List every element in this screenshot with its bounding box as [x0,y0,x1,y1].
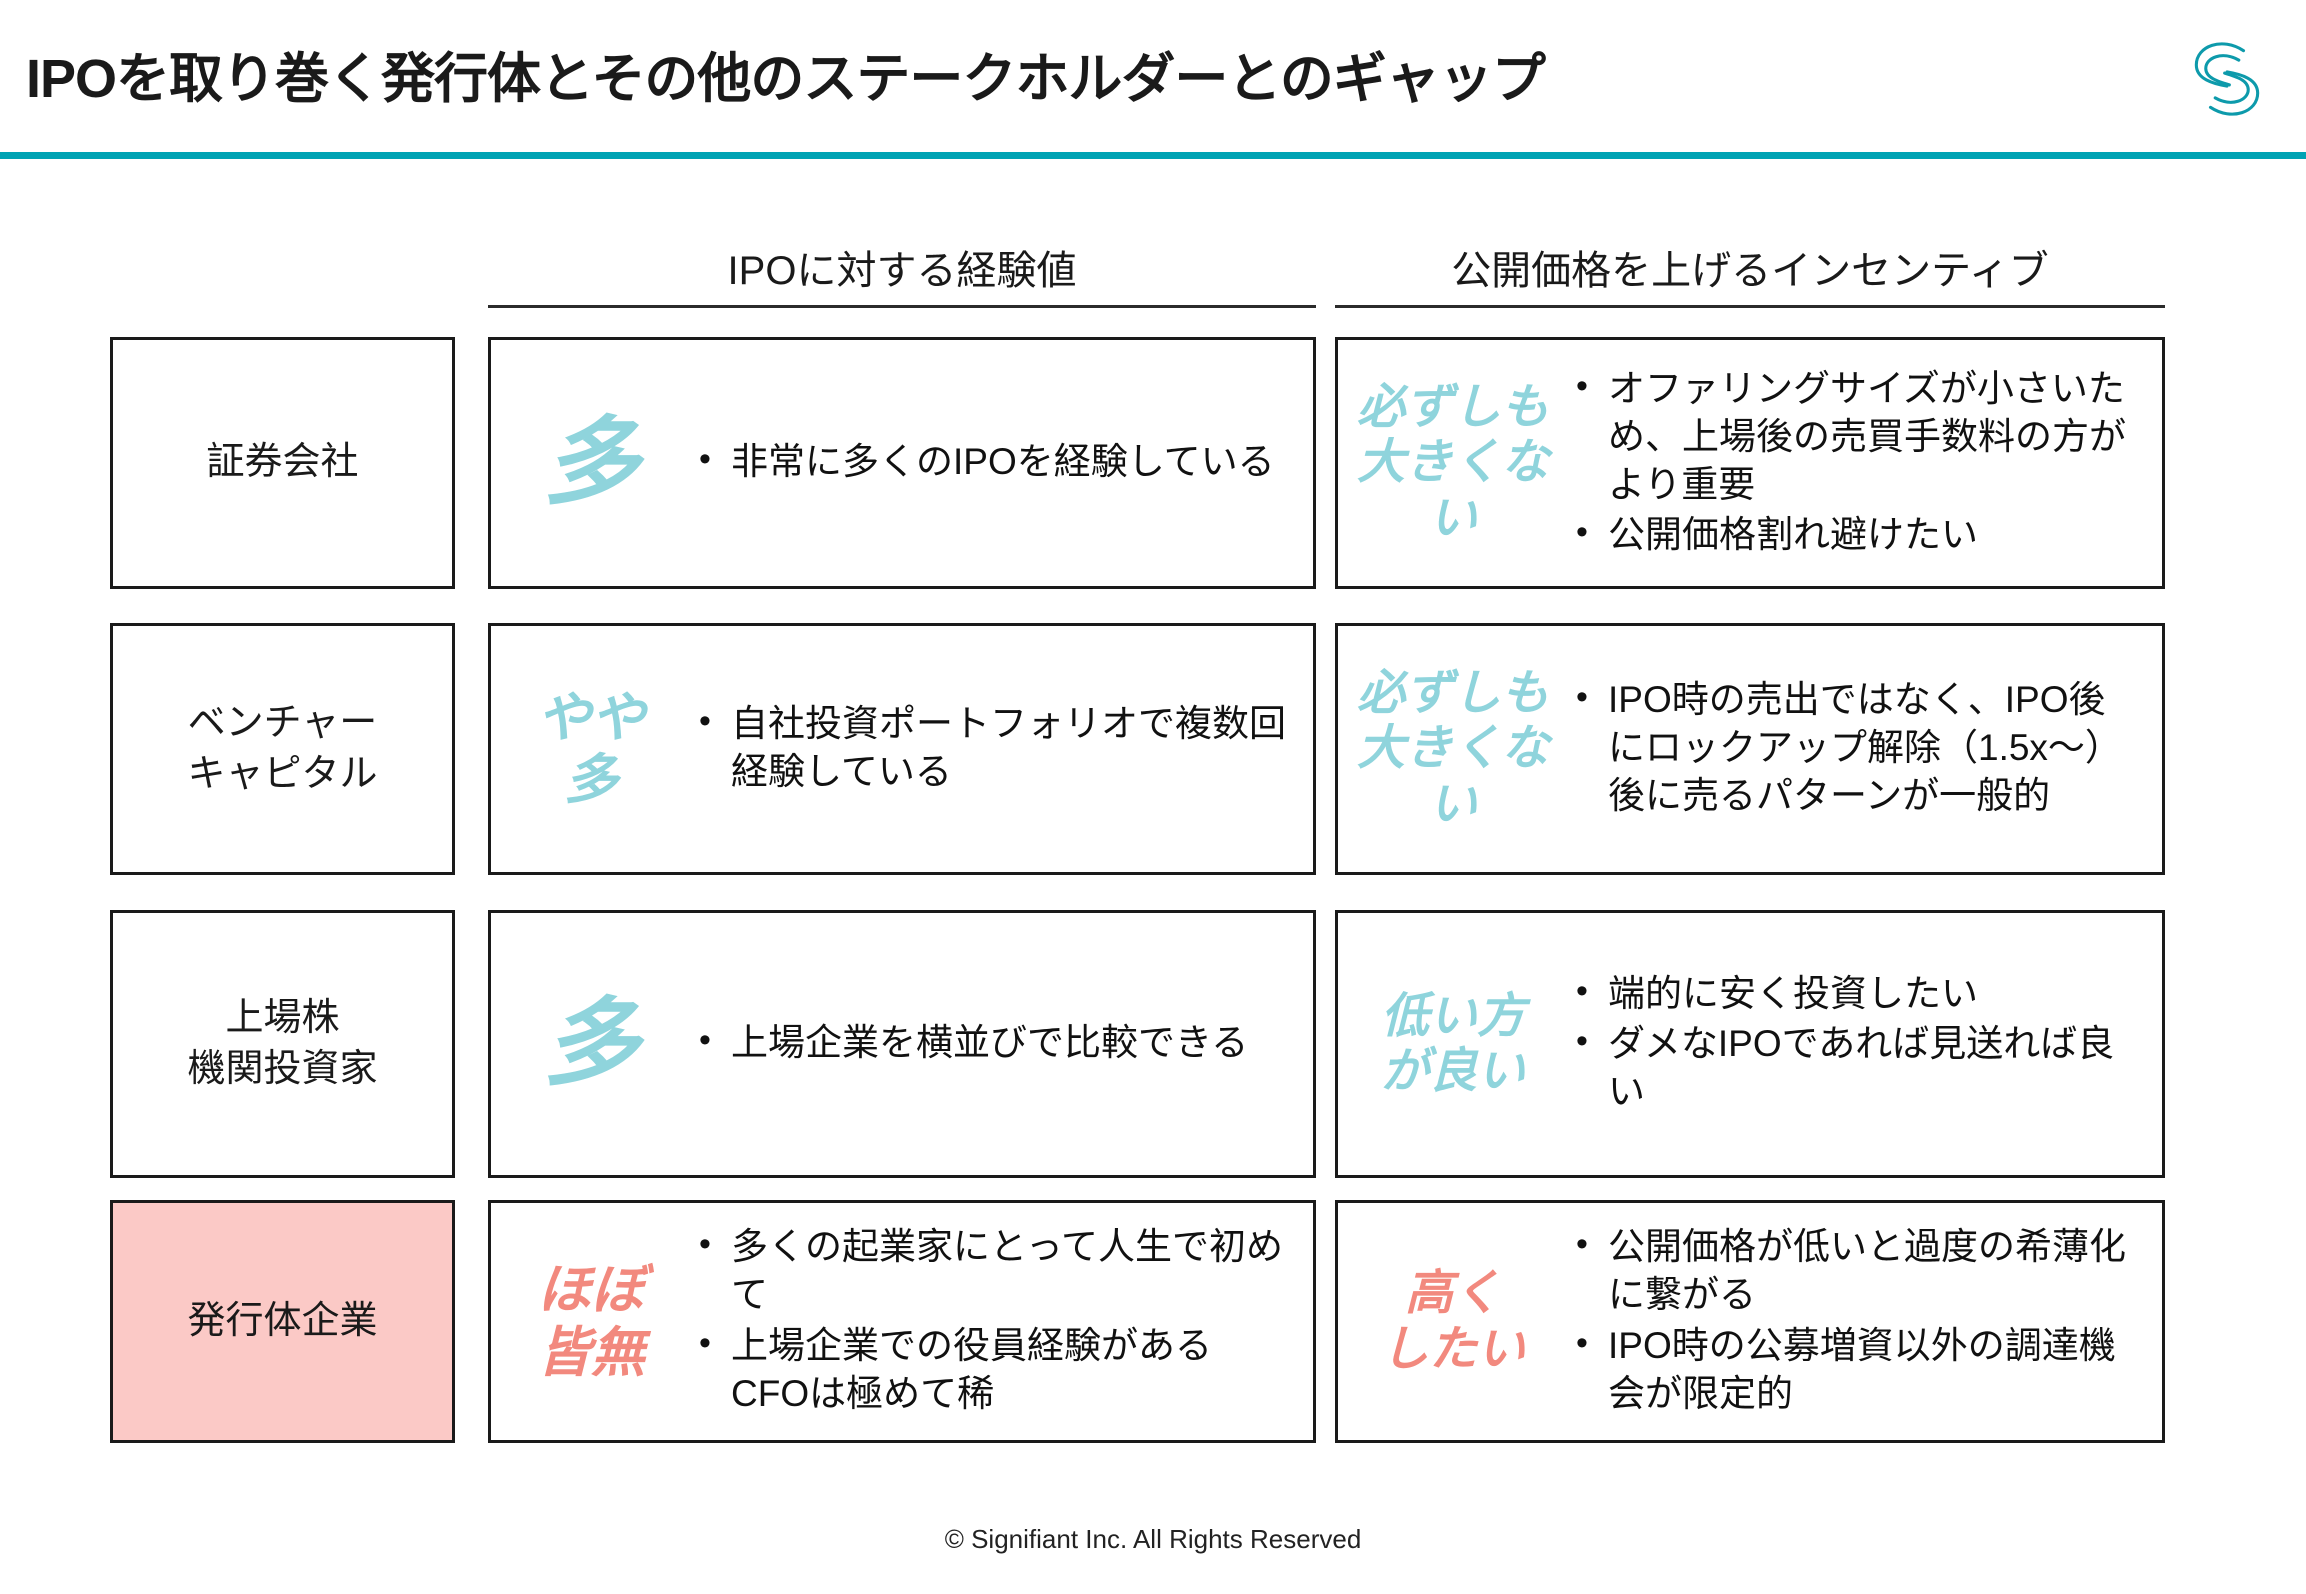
bullet-item: 上場企業を横並びで比較できる [691,1018,1289,1067]
column-header-underline [488,305,1316,308]
stakeholder-label: ベンチャー キャピタル [187,701,378,795]
verdict-label: ほぼ 皆無 [537,1260,645,1383]
bullet-item: オファリングサイズが小さいため、上場後の売買手数料の方がより重要 [1568,364,2138,509]
header-accent-rule [0,152,2306,159]
incentive-cell: 必ずしも 大きくないオファリングサイズが小さいため、上場後の売買手数料の方がより… [1335,337,2165,589]
incentive-cell: 低い方 が良い端的に安く投資したいダメなIPOであれば見送れば良い [1335,910,2165,1178]
verdict-label: 必ずしも 大きくない [1356,667,1549,831]
experience-cell: やや 多自社投資ポートフォリオで複数回経験している [488,623,1316,875]
stakeholder-label: 発行体企業 [187,1299,378,1342]
bullet-list: 自社投資ポートフォリオで複数回経験している [691,699,1313,798]
column-header-experience: IPOに対する経験値 [488,238,1316,308]
verdict-label: 必ずしも 大きくない [1356,381,1549,545]
verdict-label: 高く したい [1380,1267,1525,1376]
verdict-label: 多 [543,989,639,1097]
bullet-item: 公開価格が低いと過度の希薄化に繋がる [1568,1222,2138,1319]
bullet-list: 上場企業を横並びで比較できる [691,1018,1313,1069]
bullet-item: IPO時の公募増資以外の調達機会が限定的 [1568,1320,2138,1418]
page-header: IPOを取り巻く発行体とその他のステークホルダーとのギャップ [0,0,2306,159]
bullet-item: 公開価格割れ避けたい [1568,510,2138,559]
column-header-label: 公開価格を上げるインセンティブ [1451,249,2049,293]
bullet-item: 自社投資ポートフォリオで複数回経験している [691,699,1289,796]
stakeholder-label-cell: 上場株 機関投資家 [110,910,455,1178]
column-header-underline [1335,305,2165,308]
experience-cell: 多 上場企業を横並びで比較できる [488,910,1316,1178]
stakeholder-label-cell: 発行体企業 [110,1200,455,1443]
stakeholder-label-cell: 証券会社 [110,337,455,589]
experience-cell: ほぼ 皆無多くの起業家にとって人生で初めて上場企業での役員経験があるCFOは極め… [488,1200,1316,1443]
bullet-item: IPO時の売出ではなく、IPO後にロックアップ解除（1.5x〜）後に売るパターン… [1568,675,2138,820]
bullet-list: 非常に多くのIPOを経験している [691,437,1313,488]
footer-copyright: © Signifiant Inc. All Rights Reserved [944,1524,1362,1554]
experience-cell: 多 非常に多くのIPOを経験している [488,337,1316,589]
incentive-cell: 必ずしも 大きくないIPO時の売出ではなく、IPO後にロックアップ解除（1.5x… [1335,623,2165,875]
bullet-item: 端的に安く投資したい [1568,969,2138,1018]
bullet-list: 公開価格が低いと過度の希薄化に繋がるIPO時の公募増資以外の調達機会が限定的 [1568,1222,2162,1419]
bullet-list: 端的に安く投資したいダメなIPOであれば見送れば良い [1568,969,2162,1118]
bullet-item: 非常に多くのIPOを経験している [691,437,1289,486]
stakeholder-label: 上場株 機関投資家 [187,996,378,1090]
bullet-item: 上場企業での役員経験があるCFOは極めて稀 [691,1320,1289,1418]
stakeholder-label: 証券会社 [206,441,359,484]
page-title: IPOを取り巻く発行体とその他のステークホルダーとのギャップ [26,49,1546,109]
incentive-cell: 高く したい公開価格が低いと過度の希薄化に繋がるIPO時の公募増資以外の調達機会… [1335,1200,2165,1443]
bullet-item: 多くの起業家にとって人生で初めて [691,1222,1289,1319]
bullet-list: オファリングサイズが小さいため、上場後の売買手数料の方がより重要公開価格割れ避け… [1568,364,2162,561]
column-header-label: IPOに対する経験値 [727,249,1077,293]
stakeholder-label-cell: ベンチャー キャピタル [110,623,455,875]
bullet-list: IPO時の売出ではなく、IPO後にロックアップ解除（1.5x〜）後に売るパターン… [1568,675,2162,822]
column-header-incentive: 公開価格を上げるインセンティブ [1335,238,2165,308]
verdict-label: やや 多 [537,687,645,810]
signifiant-s-logo-icon [2168,20,2286,138]
bullet-list: 多くの起業家にとって人生で初めて上場企業での役員経験があるCFOは極めて稀 [691,1222,1313,1419]
bullet-item: ダメなIPOであれば見送れば良い [1568,1019,2138,1116]
verdict-label: 低い方 が良い [1380,989,1525,1098]
verdict-label: 多 [543,408,639,516]
